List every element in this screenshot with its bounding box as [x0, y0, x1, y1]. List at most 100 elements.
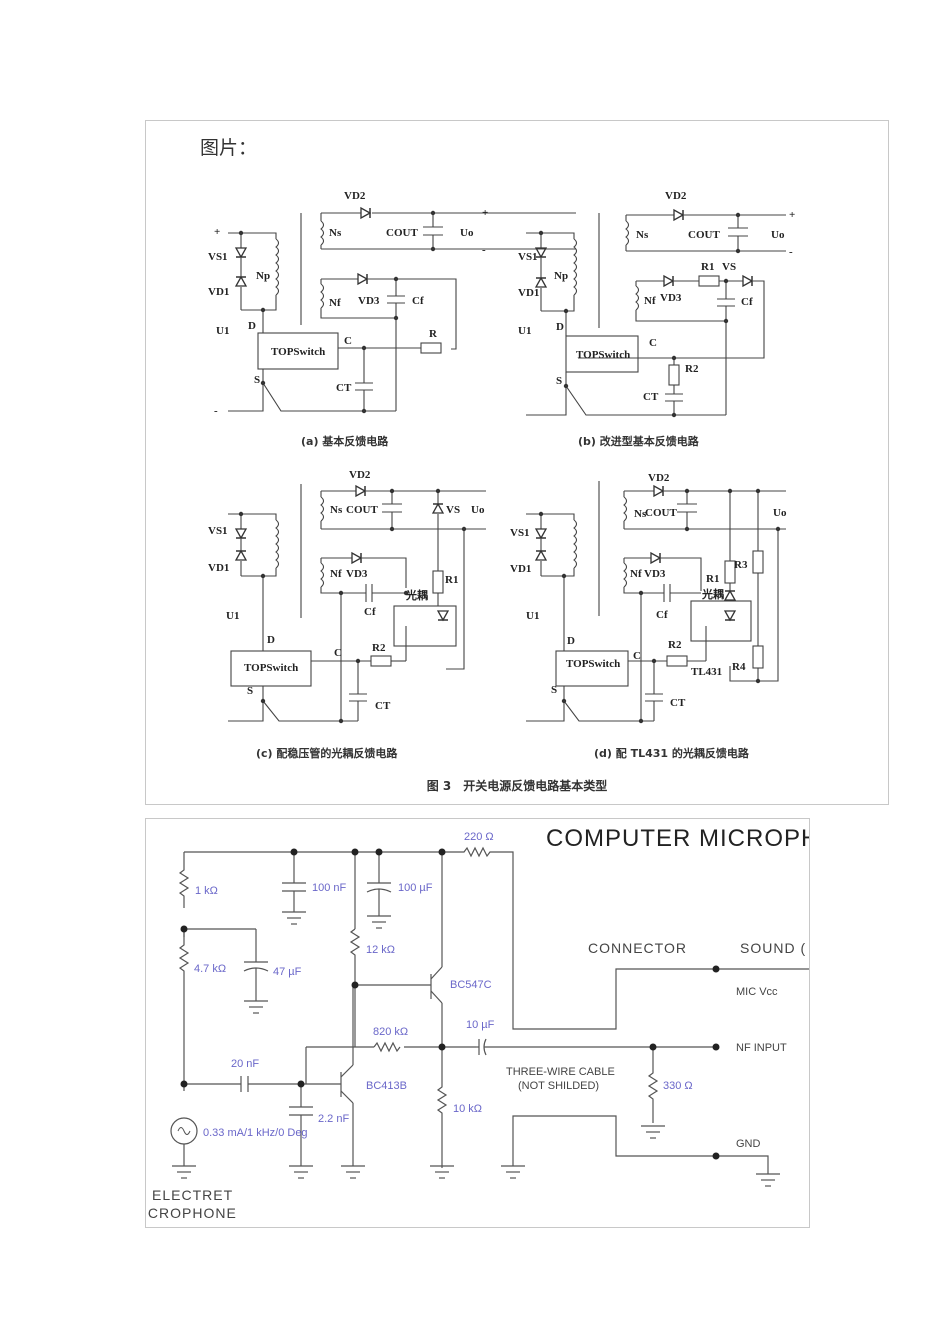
caption-c: (c) 配稳压管的光耦反馈电路: [256, 747, 398, 760]
circuit-label: Nf: [329, 297, 341, 309]
r-12k-label: 12 kΩ: [366, 944, 395, 956]
circuit-label: R4: [732, 661, 746, 673]
circuit-label: Ns: [634, 508, 647, 520]
circuit-label: COUT: [346, 504, 378, 516]
circuit-label: VS: [722, 261, 736, 273]
circuit-label: R2: [668, 639, 682, 651]
circuit-label: Ns: [636, 229, 649, 241]
sound-card-label: SOUND (: [740, 940, 806, 956]
r-330-label: 330 Ω: [663, 1080, 693, 1092]
circuit-label: -: [482, 244, 486, 256]
feedback-circuits-image: 图片：: [145, 120, 889, 805]
c-100u-label: 100 µF: [398, 882, 433, 894]
circuit-label: U1: [518, 325, 531, 337]
circuit-label: Ns: [330, 504, 343, 516]
circuit-label: VD2: [665, 190, 687, 202]
circuit-label: VS1: [208, 525, 228, 537]
circuit-label: Uo: [773, 507, 787, 519]
circuit-label: TOPSwitch: [576, 349, 630, 361]
circuit-label: Nf: [630, 568, 642, 580]
circuit-label: VD1: [518, 287, 539, 299]
circuit-label: -: [214, 405, 218, 417]
circuit-label: D: [567, 635, 575, 647]
circuit-label: VD1: [208, 286, 229, 298]
circuit-label: CT: [643, 391, 659, 403]
caption-d: (d) 配 TL431 的光耦反馈电路: [594, 747, 749, 760]
circuit-label: Np: [256, 270, 270, 282]
circuit-label: D: [248, 320, 256, 332]
circuit-a: [228, 212, 576, 412]
caption-b: (b) 改进型基本反馈电路: [578, 435, 699, 448]
circuit-label: TOPSwitch: [271, 346, 325, 358]
circuit-label: VD2: [344, 190, 366, 202]
q-bc547c-label: BC547C: [450, 979, 492, 991]
circuit-label: CT: [336, 382, 352, 394]
circuit-label: Cf: [656, 609, 668, 621]
caption-a: (a) 基本反馈电路: [301, 435, 389, 448]
electret-label-1: ELECTRET: [152, 1187, 233, 1203]
circuit-title: COMPUTER MICROPH: [546, 825, 810, 852]
circuit-label: U1: [526, 610, 539, 622]
circuit-label: VD1: [208, 562, 229, 574]
circuit-c: [228, 484, 486, 722]
circuit-label: Nf: [644, 295, 656, 307]
circuit-label: +: [482, 207, 488, 219]
r-10k-label: 10 kΩ: [453, 1103, 482, 1115]
circuit-label: Uo: [771, 229, 785, 241]
circuit-label: U1: [216, 325, 229, 337]
circuit-label: R2: [685, 363, 699, 375]
circuit-label: COUT: [645, 507, 677, 519]
circuit-label: R3: [734, 559, 748, 571]
circuit-b: [526, 213, 786, 416]
circuit-label: VS1: [518, 251, 538, 263]
circuit-label: C: [633, 650, 641, 662]
circuit-label: -: [789, 246, 793, 258]
c-2n2-label: 2.2 nF: [318, 1113, 349, 1125]
figure-caption: 图 3 开关电源反馈电路基本类型: [426, 779, 608, 793]
source-label: 0.33 mA/1 kHz/0 Deg: [203, 1127, 308, 1139]
heading: 图片：: [200, 137, 258, 159]
microphone-circuit-diagram: COMPUTER MICROPH CONNECTOR SOUND ( MIC V…: [146, 825, 810, 1221]
cable-label-2: (NOT SHILDED): [518, 1080, 599, 1092]
circuit-label: CT: [375, 700, 391, 712]
circuit-label: VD2: [349, 469, 371, 481]
circuit-label: VD1: [510, 563, 531, 575]
circuit-label: R1: [706, 573, 719, 585]
c-10u-label: 10 µF: [466, 1019, 495, 1031]
electret-label-2: ICROPHONE: [146, 1205, 237, 1221]
circuit-label: 光耦: [701, 587, 724, 601]
r-4k7-label: 4.7 kΩ: [194, 963, 226, 975]
circuit-label: VD3: [644, 568, 666, 580]
c-100n-label: 100 nF: [312, 882, 347, 894]
circuit-label: VS1: [510, 527, 530, 539]
circuit-label: R2: [372, 642, 386, 654]
circuit-label: +: [214, 226, 220, 238]
circuit-label: VS1: [208, 251, 228, 263]
circuit-label: VD3: [346, 568, 368, 580]
circuit-label: TOPSwitch: [244, 662, 298, 674]
circuit-d: [526, 481, 786, 722]
circuit-label: Cf: [741, 296, 753, 308]
circuit-label: Cf: [364, 606, 376, 618]
circuit-label: S: [556, 375, 562, 387]
circuit-label: Uo: [471, 504, 485, 516]
circuit-label: VS: [446, 504, 460, 516]
circuit-label: TOPSwitch: [566, 658, 620, 670]
connector-label: CONNECTOR: [588, 940, 687, 956]
circuit-label: Nf: [330, 568, 342, 580]
circuit-label: U1: [226, 610, 239, 622]
gnd-label: GND: [736, 1138, 761, 1150]
r-220-label: 220 Ω: [464, 831, 494, 843]
mic-vcc-label: MIC Vcc: [736, 986, 778, 998]
circuit-label: R: [429, 328, 438, 340]
microphone-circuit-image: COMPUTER MICROPH CONNECTOR SOUND ( MIC V…: [145, 818, 810, 1228]
circuit-label: R1: [445, 574, 458, 586]
c-47u-label: 47 µF: [273, 966, 302, 978]
circuit-label: Cf: [412, 295, 424, 307]
circuit-label: D: [556, 321, 564, 333]
circuit-label: COUT: [688, 229, 720, 241]
circuit-label: C: [649, 337, 657, 349]
r-1k-label: 1 kΩ: [195, 885, 218, 897]
circuit-label: VD3: [660, 292, 682, 304]
q-bc413b-label: BC413B: [366, 1080, 407, 1092]
